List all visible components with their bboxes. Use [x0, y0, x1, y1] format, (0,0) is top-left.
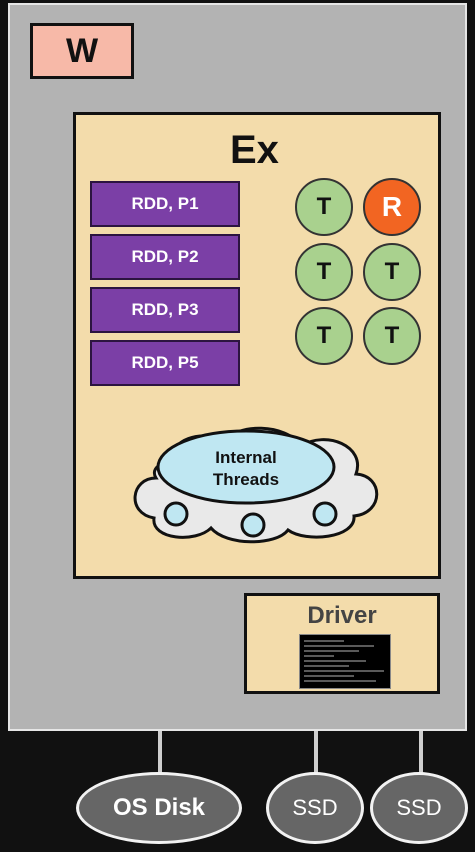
threads-label-line1: Internal	[215, 448, 276, 467]
terminal-screenshot-icon	[299, 634, 391, 689]
ssd-disk-2: SSD	[370, 772, 468, 844]
threads-ellipse	[156, 429, 336, 505]
task-slot-3: T	[363, 243, 421, 301]
rdd-partition-p2: RDD, P2	[90, 234, 240, 280]
internal-threads-cloud: Internal Threads	[133, 426, 379, 544]
task-slot-2: T	[295, 243, 353, 301]
running-slot: R	[363, 178, 421, 236]
os-disk-connector	[158, 731, 162, 777]
thread-circle-1	[163, 501, 189, 527]
rdd-partition-p5: RDD, P5	[90, 340, 240, 386]
ssd-disk-1: SSD	[266, 772, 364, 844]
driver-label: Driver	[307, 602, 377, 629]
executor-label: Ex	[230, 128, 279, 172]
task-slot-4: T	[295, 307, 353, 365]
threads-label-line2: Threads	[213, 470, 279, 489]
ssd1-connector	[314, 731, 318, 777]
driver-box: Driver	[244, 593, 440, 694]
thread-circle-2	[240, 512, 266, 538]
rdd-partition-p1: RDD, P1	[90, 181, 240, 227]
worker-label: W	[30, 23, 134, 79]
task-slot-1: T	[295, 178, 353, 236]
thread-circle-3	[312, 501, 338, 527]
rdd-partition-p3: RDD, P3	[90, 287, 240, 333]
os-disk: OS Disk	[76, 772, 242, 844]
task-slot-5: T	[363, 307, 421, 365]
ssd2-connector	[419, 731, 423, 777]
